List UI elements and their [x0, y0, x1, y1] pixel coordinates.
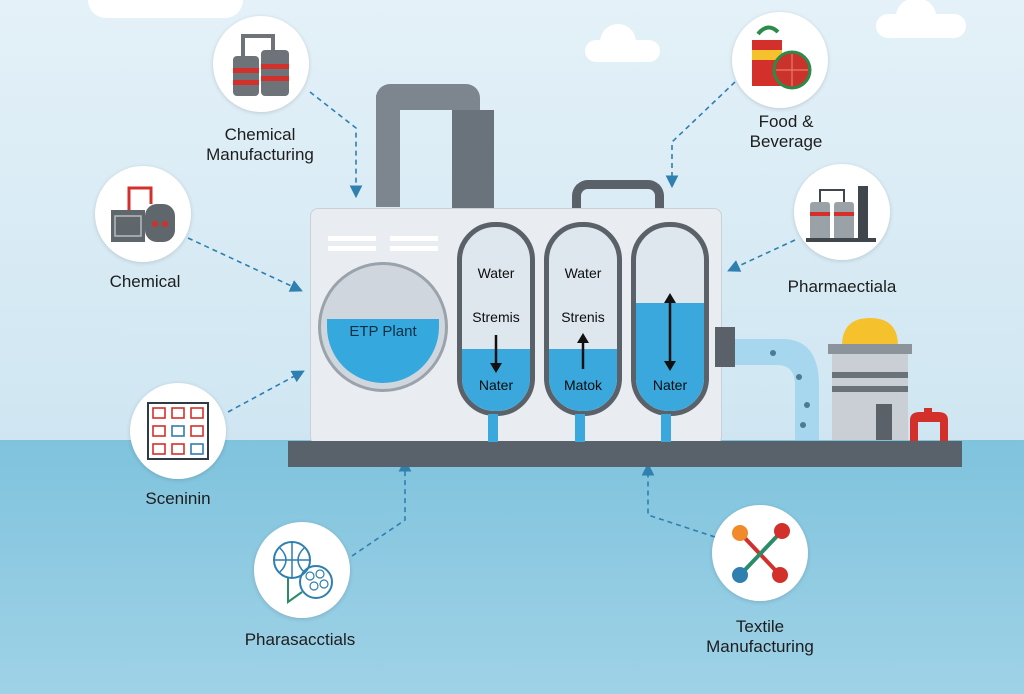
chemical-drums-icon	[233, 34, 289, 96]
top-handle	[572, 180, 664, 214]
top-pipe-left	[376, 95, 400, 207]
textile-needles-icon	[732, 523, 790, 583]
node-label-line: Food &	[758, 112, 814, 131]
storage-tank-icon	[828, 318, 912, 440]
tube-outlet	[575, 414, 585, 442]
node-textile-manufacturing	[712, 505, 808, 601]
tube-top-text: Water	[477, 265, 515, 281]
arrow-textile	[641, 462, 716, 538]
arrow-scenin	[227, 370, 305, 413]
node-label-line: Pharmaectiala	[787, 277, 897, 296]
top-pipe-right	[452, 110, 494, 210]
node-scenin	[130, 383, 226, 479]
food-can-icon	[752, 25, 812, 90]
node-label-line: Textile	[735, 617, 785, 636]
water-tube: Water Stremis Nater	[457, 222, 535, 416]
double-arrow-icon	[664, 293, 676, 371]
node-label: Sceninin	[118, 489, 238, 509]
pharma-factory-icon	[806, 186, 876, 242]
tube-bottom-text: Nater	[652, 377, 688, 393]
cloud	[88, 0, 243, 18]
tube-middle-text: Strenis	[561, 309, 605, 325]
tube-top-text: Water	[564, 265, 602, 281]
node-label: Chemical	[80, 272, 210, 292]
vent-slot	[390, 236, 438, 241]
tube-bottom-text: Nater	[478, 377, 514, 393]
porthole-label: ETP Plant	[349, 323, 417, 340]
node-label: Textile Manufacturing	[680, 617, 840, 657]
cloud	[876, 0, 966, 38]
node-label: Food & Beverage	[716, 112, 856, 152]
top-pipe-arch	[376, 84, 480, 110]
sea-background	[0, 440, 1024, 694]
arrow-food-beverage	[665, 81, 736, 189]
node-label-line: Chemical	[109, 272, 181, 291]
water-tube: Nater	[631, 222, 709, 416]
porthole-tank: ETP Plant	[318, 262, 448, 392]
vent-slot	[390, 246, 438, 251]
arrow-chemical	[187, 237, 303, 292]
valve-icon	[910, 408, 948, 442]
node-chemical	[95, 166, 191, 262]
node-label-line: Chemical	[224, 125, 296, 144]
tube-bottom-text: Matok	[563, 377, 603, 393]
up-arrow-icon	[577, 333, 589, 369]
tube-outlet	[661, 414, 671, 442]
node-label-line: Manufacturing	[206, 145, 314, 164]
water-tube: Water Strenis Matok	[544, 222, 622, 416]
arrow-chemical-manufacturing	[309, 91, 363, 199]
arrow-pharasactials	[351, 458, 412, 557]
node-label-line: Sceninin	[145, 489, 211, 508]
tube-outlet	[488, 414, 498, 442]
node-pharmaceuticals	[794, 164, 890, 260]
chemical-plant-icon	[111, 186, 175, 242]
platform-base	[288, 441, 962, 467]
down-arrow-icon	[490, 335, 502, 373]
circuit-grid-icon	[147, 402, 209, 460]
node-food-beverage	[732, 12, 828, 108]
cloud	[585, 24, 660, 62]
node-label: Pharasacctials	[220, 630, 380, 650]
node-chemical-manufacturing	[213, 16, 309, 112]
tube-middle-text: Stremis	[472, 309, 520, 325]
outflow-pipe	[715, 327, 819, 440]
arrow-pharmaceuticals	[727, 239, 796, 272]
node-label-line: Manufacturing	[706, 637, 814, 656]
node-label-line: Beverage	[749, 132, 823, 151]
node-label: Pharmaectiala	[772, 277, 912, 297]
node-label-line: Pharasacctials	[244, 630, 356, 649]
node-label: Chemical Manufacturing	[180, 125, 340, 165]
node-pharasactials	[254, 522, 350, 618]
vent-slot	[328, 236, 376, 241]
vent-slot	[328, 246, 376, 251]
molecule-sphere-icon	[273, 541, 333, 604]
